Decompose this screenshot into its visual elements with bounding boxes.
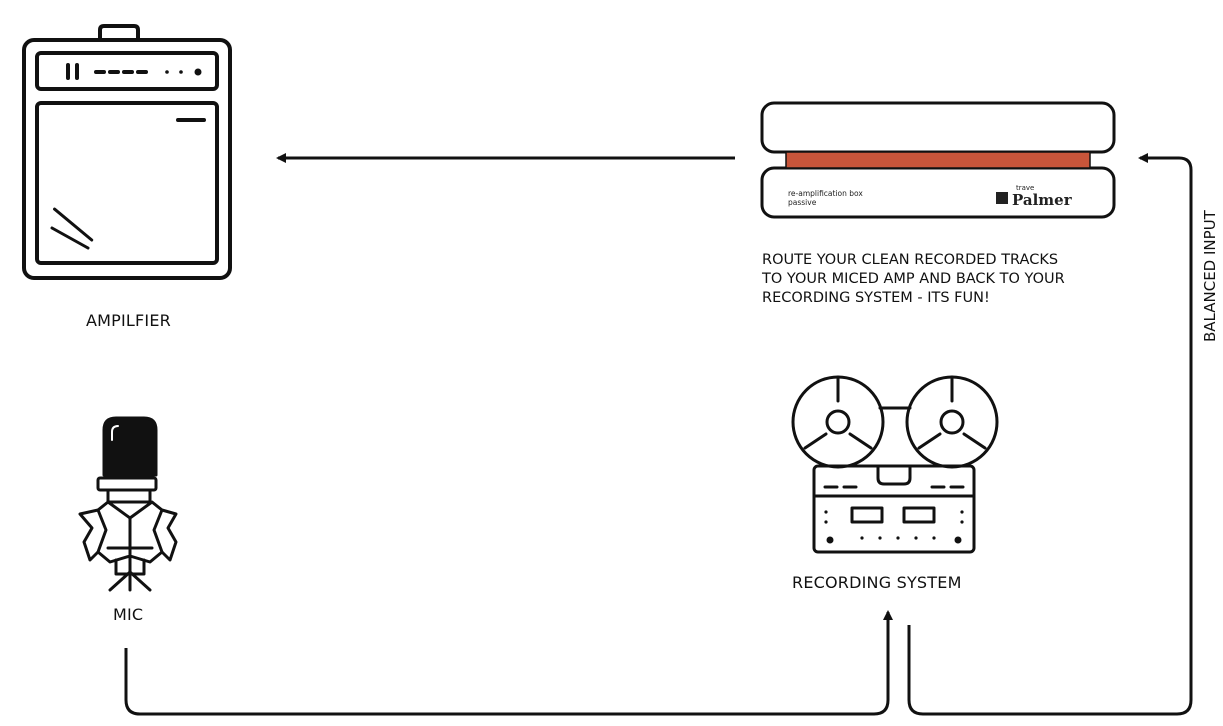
reamp-box-text-1: re-amplification box (788, 189, 863, 198)
description-line-2: TO YOUR MICED AMP AND BACK TO YOUR (762, 271, 1065, 287)
reamp-box-text-2: passive (788, 198, 817, 207)
balanced-input-label: BALANCED INPUT (1201, 210, 1219, 342)
palmer-logo-icon (996, 192, 1008, 204)
amplifier-label: AMPILFIER (86, 311, 171, 330)
description-text: ROUTE YOUR CLEAN RECORDED TRACKS TO YOUR… (762, 251, 1065, 308)
reel-to-reel-icon (791, 375, 999, 554)
reamp-brand-small: trave (1016, 184, 1034, 192)
reamp-box-icon: re-amplification box passive trave Palme… (760, 101, 1116, 219)
mic-label: MIC (113, 605, 144, 624)
amplifier-knobs (165, 68, 202, 76)
microphone-icon (78, 416, 178, 592)
description-line-1: ROUTE YOUR CLEAN RECORDED TRACKS (762, 252, 1059, 268)
reamp-brand: Palmer (1012, 191, 1073, 209)
description-line-3: RECORDING SYSTEM - ITS FUN! (762, 290, 990, 306)
signal-arrow-recorder-to-box (907, 153, 1193, 716)
signal-arrow-mic-to-recorder (124, 610, 893, 716)
amplifier-icon (22, 24, 232, 280)
recording-system-label: RECORDING SYSTEM (792, 573, 962, 592)
recorder-dots (824, 510, 964, 544)
